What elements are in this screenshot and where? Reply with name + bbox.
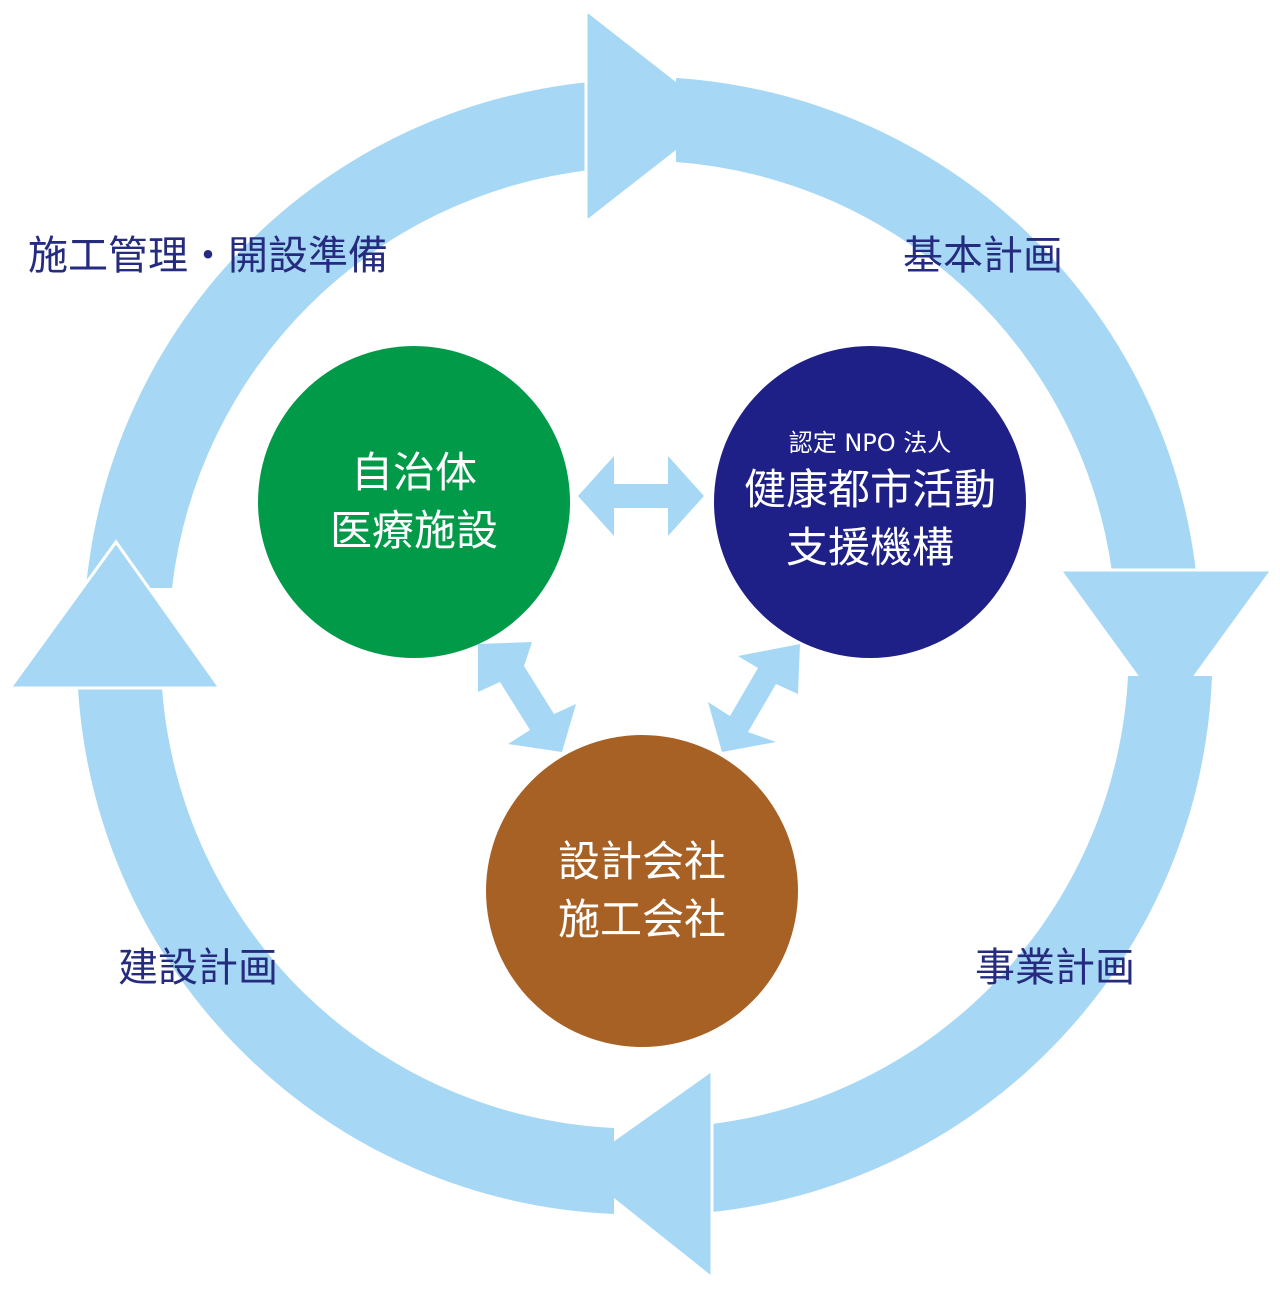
- node-municipality-line1: 自治体: [350, 448, 477, 497]
- cycle-arc-top: [86, 82, 590, 588]
- link-arrow-municipality-npo: [578, 456, 704, 536]
- phase-label-construction-management: 施工管理・開設準備: [28, 233, 388, 279]
- phase-label-construction-plan: 建設計画: [118, 945, 278, 991]
- cycle-arrowhead-top: [584, 6, 725, 226]
- link-arrow-npo-builder: [708, 644, 800, 752]
- phase-label-basic-plan: 基本計画: [903, 233, 1063, 279]
- node-npo: 認定 NPO 法人 健康都市活動 支援機構: [714, 346, 1026, 658]
- cycle-arrowhead-bottom: [571, 1067, 714, 1282]
- node-npo-line1: 健康都市活動: [743, 465, 996, 514]
- node-builder-line2: 施工会社: [557, 895, 726, 944]
- node-builder: 設計会社 施工会社: [486, 735, 798, 1047]
- node-npo-line2: 支援機構: [785, 523, 954, 572]
- cycle-arc-bottom: [712, 676, 1212, 1212]
- node-municipality: 自治体 医療施設: [258, 346, 570, 658]
- link-arrow-municipality-builder: [478, 642, 576, 752]
- node-municipality-line2: 医療施設: [329, 506, 498, 555]
- phase-label-business-plan: 事業計画: [975, 945, 1135, 991]
- cycle-arrowhead-right: [1057, 568, 1275, 719]
- node-npo-subtitle: 認定 NPO 法人: [788, 429, 952, 457]
- link-arrows: [478, 456, 800, 752]
- cycle-arc-right: [676, 78, 1196, 572]
- cycle-arrowhead-left: [7, 539, 223, 690]
- node-builder-line1: 設計会社: [557, 837, 726, 886]
- cycle-ring: [7, 6, 1275, 1282]
- cycle-arc-left: [78, 688, 614, 1214]
